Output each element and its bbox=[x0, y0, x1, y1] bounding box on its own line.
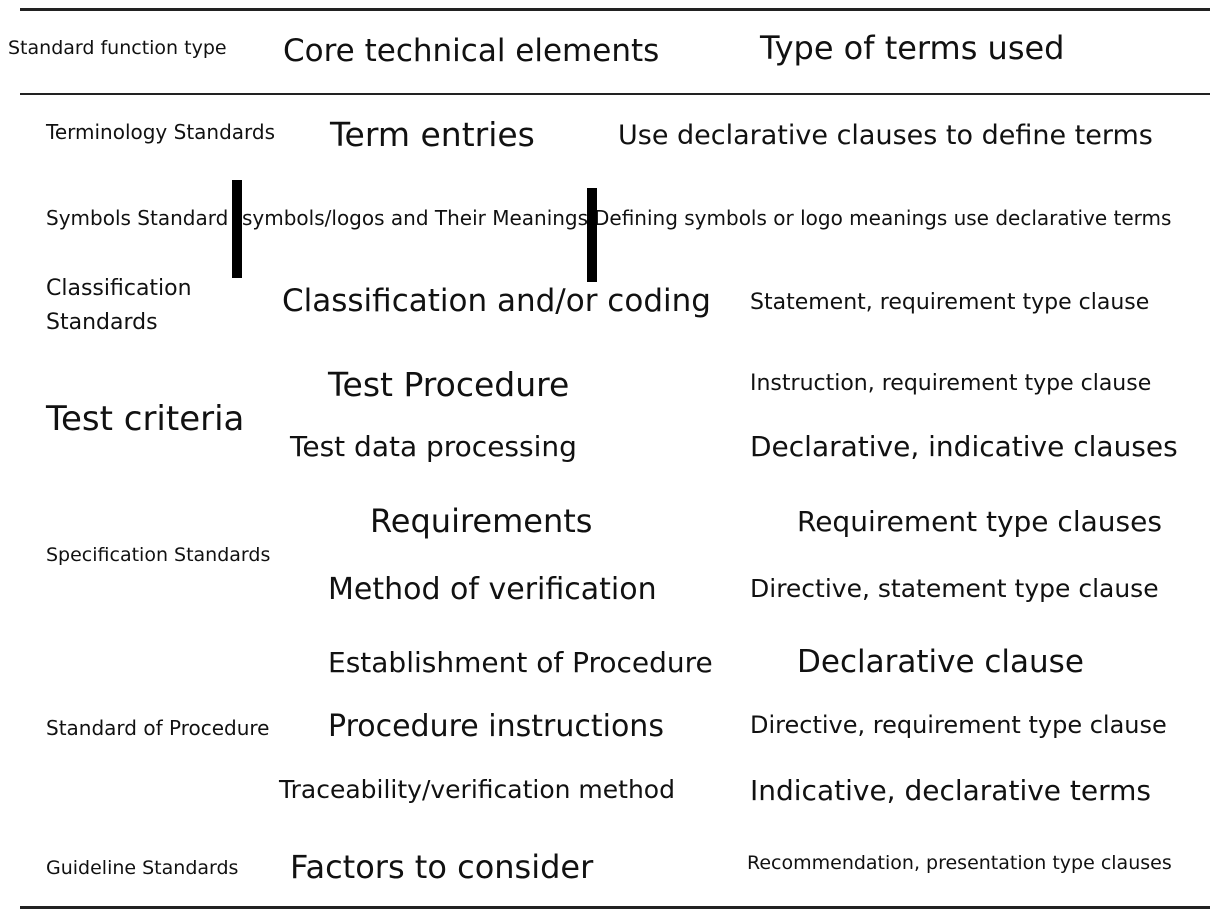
row-classification-type-line2: Standards bbox=[46, 310, 158, 335]
row-specification-terms-2: Directive, statement type clause bbox=[750, 574, 1159, 603]
row-specification-element-1: Requirements bbox=[370, 502, 593, 540]
row-symbols-element: symbols/logos and Their Meanings bbox=[242, 206, 589, 230]
cursor-bar-left bbox=[232, 180, 242, 278]
table-bottom-rule bbox=[20, 906, 1210, 909]
row-specification-terms-1: Requirement type clauses bbox=[797, 505, 1162, 538]
row-classification-element: Classification and/or coding bbox=[282, 283, 711, 319]
row-terminology-terms: Use declarative clauses to define terms bbox=[618, 120, 1153, 151]
row-test-terms-2: Declarative, indicative clauses bbox=[750, 430, 1178, 463]
row-procedure-terms-2: Directive, requirement type clause bbox=[750, 711, 1167, 739]
row-test-terms-1: Instruction, requirement type clause bbox=[750, 371, 1152, 396]
row-specification-type: Specification Standards bbox=[46, 544, 271, 566]
row-symbols-terms: Defining symbols or logo meanings use de… bbox=[594, 206, 1172, 230]
row-guideline-element: Factors to consider bbox=[290, 848, 594, 886]
header-type-of-terms-used: Type of terms used bbox=[760, 29, 1065, 67]
row-test-element-2: Test data processing bbox=[290, 430, 577, 463]
row-test-element-1: Test Procedure bbox=[328, 365, 570, 404]
table-top-rule bbox=[20, 8, 1210, 11]
row-symbols-type: Symbols Standard bbox=[46, 206, 229, 230]
row-procedure-terms-3: Indicative, declarative terms bbox=[750, 774, 1152, 807]
row-procedure-element-3: Traceability/verification method bbox=[279, 775, 675, 804]
header-standard-function-type: Standard function type bbox=[8, 37, 227, 59]
row-specification-element-2: Method of verification bbox=[328, 572, 657, 607]
row-classification-type-line1: Classification bbox=[46, 276, 192, 301]
row-classification-terms: Statement, requirement type clause bbox=[750, 290, 1150, 315]
row-procedure-type: Standard of Procedure bbox=[46, 716, 270, 740]
row-procedure-element-1: Establishment of Procedure bbox=[328, 646, 713, 679]
row-guideline-terms: Recommendation, presentation type clause… bbox=[747, 852, 1172, 874]
row-procedure-element-2: Procedure instructions bbox=[328, 709, 664, 744]
row-guideline-type: Guideline Standards bbox=[46, 857, 239, 879]
header-core-technical-elements: Core technical elements bbox=[283, 33, 660, 69]
row-terminology-type: Terminology Standards bbox=[46, 120, 276, 144]
header-bottom-rule bbox=[20, 93, 1210, 95]
row-procedure-terms-1: Declarative clause bbox=[797, 644, 1084, 680]
row-test-type: Test criteria bbox=[46, 399, 245, 439]
cursor-bar-right bbox=[587, 188, 597, 282]
row-terminology-element: Term entries bbox=[330, 115, 535, 154]
